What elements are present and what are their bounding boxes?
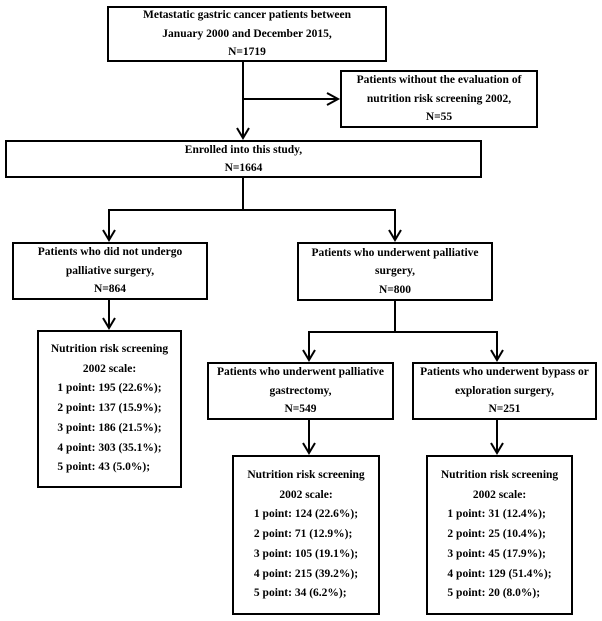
box-text-line: nutrition risk screening 2002, [366, 92, 512, 105]
box-text-line: Patients who underwent bypass or [420, 366, 589, 379]
box-text-line: January 2000 and December 2015, [162, 27, 332, 40]
box-nrs-bypass: Nutrition risk screening 2002 scale: 1 p… [426, 455, 573, 615]
box-bypass-exploration: Patients who underwent bypass or explora… [412, 362, 597, 420]
box-text-line: Patients who underwent palliative [216, 366, 385, 379]
box-nrs-gastrectomy: Nutrition risk screening 2002 scale: 1 p… [232, 455, 380, 615]
box-text-line: N=1664 [224, 162, 263, 174]
nrs-point-line: 2 point: 137 (15.9%); [57, 402, 162, 415]
box-text-line: N=549 [284, 403, 317, 416]
box-text-line: Enrolled into this study, [184, 143, 303, 156]
nrs-point-line: 1 point: 195 (22.6%); [57, 382, 162, 395]
box-text-line: Patients without the evaluation of [356, 74, 522, 87]
box-palliative-gastrectomy: Patients who underwent palliative gastre… [207, 362, 394, 420]
nrs-point-line: 1 point: 124 (22.6%); [253, 508, 359, 521]
nrs-point-line: 5 point: 20 (8.0%); [447, 587, 541, 600]
nrs-points-list: 1 point: 124 (22.6%); 2 point: 71 (12.9%… [254, 505, 358, 604]
nrs-point-line: 3 point: 45 (17.9%); [447, 547, 546, 560]
box-text-line: exploration surgery, [454, 384, 555, 397]
nrs-point-line: 4 point: 303 (35.1%); [57, 441, 162, 454]
box-text-line: N=1719 [228, 46, 266, 59]
nrs-point-line: 5 point: 43 (5.0%); [57, 461, 151, 474]
nrs-points-list: 1 point: 31 (12.4%); 2 point: 25 (10.4%)… [447, 505, 551, 604]
nrs-header-line: 2002 scale: [279, 488, 333, 501]
nrs-point-line: 2 point: 71 (12.9%); [253, 528, 353, 541]
connector-bypass-to-nrs [490, 420, 504, 455]
nrs-header-line: 2002 scale: [472, 488, 527, 501]
box-text-line: N=55 [425, 111, 453, 124]
nrs-header-line: Nutrition risk screening [440, 468, 559, 481]
nrs-header-line: 2002 scale: [82, 362, 137, 375]
box-text-line: palliative surgery, [65, 264, 155, 277]
nrs-point-line: 1 point: 31 (12.4%); [447, 508, 546, 521]
box-excluded-patients: Patients without the evaluation of nutri… [340, 70, 538, 128]
box-text-line: N=251 [488, 403, 521, 416]
connector-enrolled-split [102, 178, 402, 242]
nrs-point-line: 2 point: 25 (10.4%); [447, 528, 546, 541]
connector-branch-to-excluded [243, 92, 341, 106]
box-text-line: N=864 [93, 283, 127, 296]
nrs-point-line: 4 point: 215 (39.2%); [253, 567, 359, 580]
nrs-points-list: 1 point: 195 (22.6%); 2 point: 137 (15.9… [57, 379, 161, 478]
box-enrolled: Enrolled into this study, N=1664 [5, 140, 482, 178]
box-text-line: Patients who did not undergo [37, 246, 183, 259]
connector-surgery-split [302, 301, 504, 362]
nrs-point-line: 4 point: 129 (51.4%); [447, 567, 552, 580]
box-text-line: Metastatic gastric cancer patients betwe… [143, 9, 351, 22]
box-no-palliative-surgery: Patients who did not undergo palliative … [12, 242, 208, 300]
box-text-line: surgery, [375, 265, 415, 278]
nrs-point-line: 5 point: 34 (6.2%); [253, 587, 347, 600]
box-text-line: Patients who underwent palliative [311, 246, 479, 259]
box-palliative-surgery: Patients who underwent palliative surger… [297, 242, 493, 301]
box-total-patients: Metastatic gastric cancer patients betwe… [107, 6, 387, 62]
nrs-point-line: 3 point: 186 (21.5%); [57, 421, 162, 434]
box-text-line: gastrectomy, [269, 384, 332, 397]
connector-no-surgery-to-nrs [102, 300, 116, 330]
box-nrs-no-surgery: Nutrition risk screening 2002 scale: 1 p… [37, 330, 182, 488]
nrs-point-line: 3 point: 105 (19.1%); [253, 547, 359, 560]
box-text-line: N=800 [378, 283, 412, 296]
nrs-header-line: Nutrition risk screening [50, 342, 169, 355]
connector-gastrectomy-to-nrs [302, 420, 316, 455]
nrs-header-line: Nutrition risk screening [247, 468, 365, 481]
